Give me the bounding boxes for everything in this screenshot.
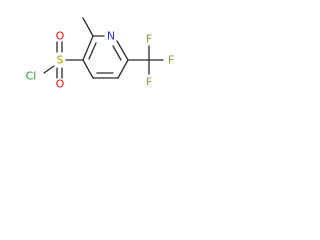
chemical-structure-diagram: Cl S O O N F F F bbox=[26, 17, 174, 91]
bond-c4-c3 bbox=[82, 59, 94, 79]
pyridine-ring bbox=[82, 35, 129, 79]
bond-c6-c5 bbox=[117, 59, 129, 79]
sulfonyl-chloride-group bbox=[43, 41, 84, 79]
bond-c3-c2 bbox=[82, 35, 94, 61]
bond-c3-c2-inner bbox=[88, 42, 97, 60]
nitrogen-atom-label: N bbox=[107, 30, 115, 43]
sulfur-atom-label: S bbox=[57, 54, 64, 67]
fluorine-top-atom-label: F bbox=[146, 33, 152, 46]
chlorine-atom-label: Cl bbox=[26, 70, 37, 83]
oxygen-bottom-atom-label: O bbox=[56, 78, 65, 91]
fluorine-bottom-atom-label: F bbox=[146, 76, 152, 89]
bond-methyl bbox=[82, 17, 94, 37]
bond-n1-c6-inner bbox=[112, 45, 122, 61]
trifluoromethyl-group bbox=[127, 45, 164, 75]
bond-s-cl bbox=[43, 65, 55, 74]
fluorine-right-atom-label: F bbox=[168, 54, 174, 67]
bond-n1-c6 bbox=[116, 40, 129, 61]
oxygen-top-atom-label: O bbox=[56, 30, 65, 43]
